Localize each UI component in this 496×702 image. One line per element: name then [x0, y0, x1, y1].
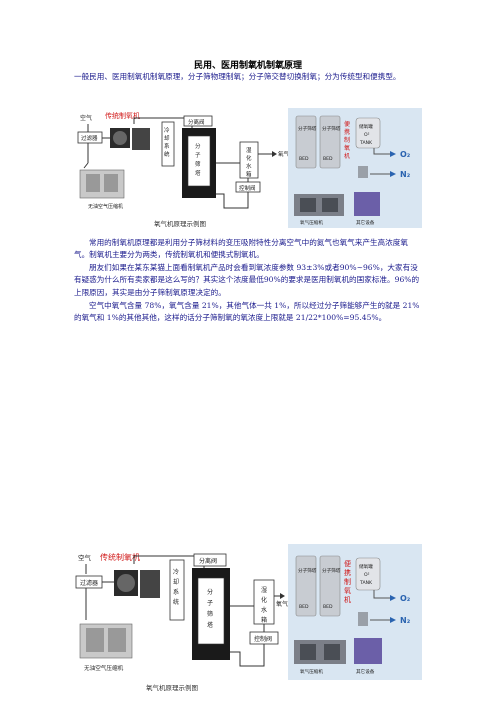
air-label-2: 空气 — [78, 553, 92, 562]
bed2-1-label: 分子筛塔 — [298, 567, 317, 574]
sieve2-c0: 分 — [207, 588, 213, 596]
bed-2-text: BED — [323, 156, 333, 162]
traditional-label-2: 传统制氧机 — [100, 552, 140, 562]
oxygen-label-2: 氧气 — [276, 600, 288, 608]
cooling2-c0: 冷 — [173, 568, 179, 576]
bed-1-text: BED — [299, 156, 309, 162]
other-label: 其它设备 — [356, 219, 375, 226]
portable2-c2: 制 — [344, 577, 351, 586]
sieve2-c1: 子 — [207, 600, 213, 607]
humid2-c1: 化 — [261, 596, 267, 604]
cooling-c2: 系 — [164, 142, 170, 150]
tank-label-3: TANK — [359, 140, 373, 146]
portable2-c3: 氧 — [344, 586, 351, 595]
tank-label-2: O² — [364, 132, 370, 138]
humid-c1: 化 — [246, 154, 252, 162]
sieve-c0: 分 — [195, 142, 201, 150]
o-compressor-label-2: 氧气压缩机 — [300, 668, 323, 675]
cooling-c0: 冷 — [164, 126, 170, 134]
intro-paragraph: 一般民用、医用制氧机制氧原理，分子筛物理制氧；分子筛交替切换制氧；分为传统型和便… — [74, 72, 401, 81]
paragraph-upper-limit: 空气中氧气含量 78%，氧气含量 21%，其他气体一共 1%，所以经过分子筛能够… — [74, 301, 420, 323]
bed-2 — [319, 115, 341, 169]
humid2-c2: 水 — [261, 606, 267, 614]
cooling2-c2: 系 — [173, 588, 179, 596]
paragraph-principle: 常用的制氧机原理都是利用分子筛材料的变压吸附特性分离空气中的氮气也氧气来产生高浓… — [74, 238, 408, 260]
portable-c4: 机 — [344, 152, 350, 160]
tank-label-1: 储氧罐 — [359, 123, 373, 130]
humid2-c3: 箱 — [261, 616, 267, 624]
cooling-c1: 却 — [164, 134, 170, 142]
n2-label: N₂ — [400, 170, 411, 179]
tank2-label-2: O² — [364, 572, 370, 578]
sieve2-c3: 塔 — [207, 621, 213, 629]
portable2-c4: 机 — [344, 595, 351, 604]
bed2-1-text: BED — [299, 604, 309, 610]
filter-label-2: 过滤器 — [80, 579, 98, 587]
portable2-c0: 便 — [344, 559, 351, 568]
oxygen-concentrator-diagram-1: 传统制氧机 空气 过滤器 无油空气压缩机 冷 却 系 统 分离阀 分 子 筛 塔… — [77, 108, 422, 228]
portable-c1: 携 — [344, 128, 350, 136]
portable2-c1: 携 — [344, 568, 351, 577]
o2-label-2: O₂ — [400, 594, 411, 603]
o-compressor-label: 氧气压缩机 — [300, 219, 323, 226]
control-label: 控制阀 — [239, 184, 256, 192]
cooling2-c1: 却 — [173, 578, 179, 586]
valve-box — [183, 115, 213, 127]
tank2-label-1: 储氧罐 — [359, 563, 373, 570]
air-label: 空气 — [80, 114, 92, 122]
portable-c0: 便 — [344, 120, 350, 128]
filter-label: 过滤器 — [81, 134, 98, 142]
sieve-c2: 筛 — [195, 160, 201, 168]
humid2-c0: 湿 — [261, 586, 267, 594]
portable-c3: 氧 — [344, 144, 350, 152]
compressor-label: 无油空气压缩机 — [88, 203, 123, 210]
cooling-c3: 统 — [164, 150, 170, 158]
portable-c2: 制 — [344, 136, 350, 144]
traditional-label: 传统制氧机 — [105, 111, 140, 120]
compressor-label-2: 无油空气压缩机 — [84, 664, 124, 672]
humid-c3: 箱 — [246, 170, 252, 178]
paragraph-concentration: 朋友们如果在某东某猫上面看制氧机产品时会看到氧浓度参数 93±3%或者90%~9… — [74, 263, 420, 297]
n2-label-2: N₂ — [400, 616, 411, 625]
cooling2-c3: 统 — [173, 598, 179, 606]
bed2-2-text: BED — [323, 604, 333, 610]
bed-2-label: 分子筛塔 — [322, 125, 341, 132]
tank2-label-3: TANK — [359, 580, 373, 586]
sieve2-c2: 筛 — [207, 610, 213, 618]
humidifier-box — [239, 141, 259, 179]
oxygen-concentrator-diagram-2: 传统制氧机 空气 过滤器 无油空气压缩机 冷 却 系 统 分离阀 分 子 筛 塔… — [75, 544, 422, 692]
bed2-2-label: 分子筛塔 — [322, 567, 341, 574]
humid-c0: 湿 — [246, 146, 252, 154]
valve-label-2: 分离阀 — [199, 557, 217, 565]
sieve-c1: 子 — [195, 152, 201, 159]
o2-label: O₂ — [400, 150, 411, 159]
other-label-2: 其它设备 — [356, 668, 375, 675]
bed-1 — [295, 115, 317, 169]
page-title: 民用、医用制氧机制氧原理 — [193, 61, 302, 71]
oxygen-label: 氧气 — [278, 150, 290, 158]
figure-caption: 氧气机原理示例图 — [154, 219, 206, 228]
control-label-2: 控制阀 — [254, 635, 272, 643]
cooling-box — [161, 121, 175, 167]
other-equipment — [354, 192, 380, 216]
valve-label: 分离阀 — [188, 118, 205, 126]
valve-unit — [358, 166, 368, 178]
humid-c2: 水 — [246, 162, 252, 170]
sieve-c3: 塔 — [195, 169, 201, 177]
oxygen-tank — [355, 117, 381, 149]
figure-caption-2: 氧气机原理示例图 — [146, 683, 198, 692]
bed-1-label: 分子筛塔 — [298, 125, 317, 132]
